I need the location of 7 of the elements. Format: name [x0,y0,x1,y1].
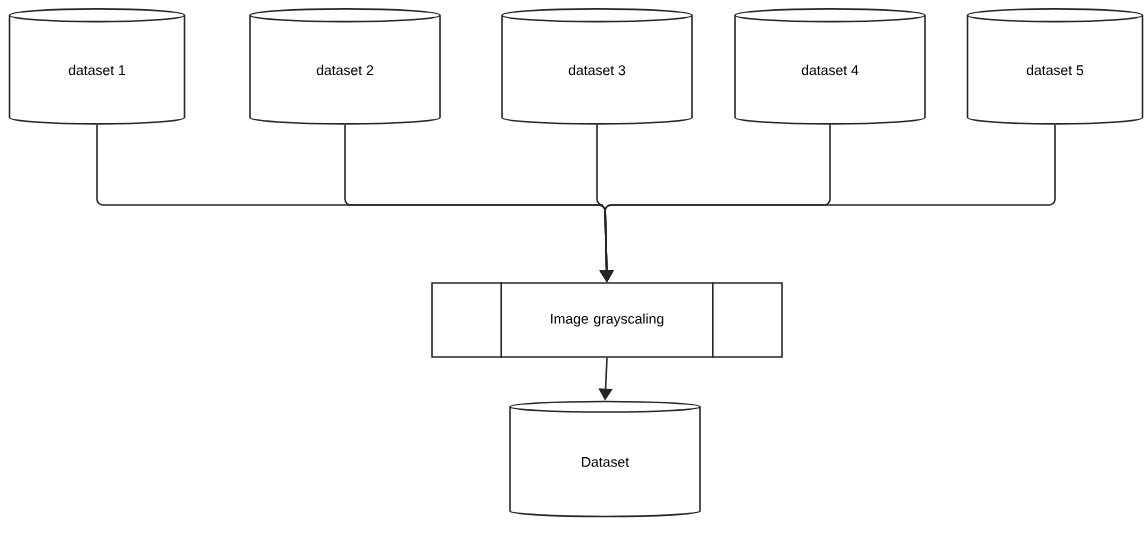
database-cylinder: dataset 2 [249,8,441,125]
database-cylinder: dataset 5 [966,8,1144,125]
database-cylinder: Dataset [509,400,701,518]
database-cylinder: dataset 1 [8,8,186,125]
database-cylinder: dataset 4 [734,8,926,125]
process-box: Image grayscaling [431,281,783,359]
database-cylinder: dataset 3 [501,8,693,125]
